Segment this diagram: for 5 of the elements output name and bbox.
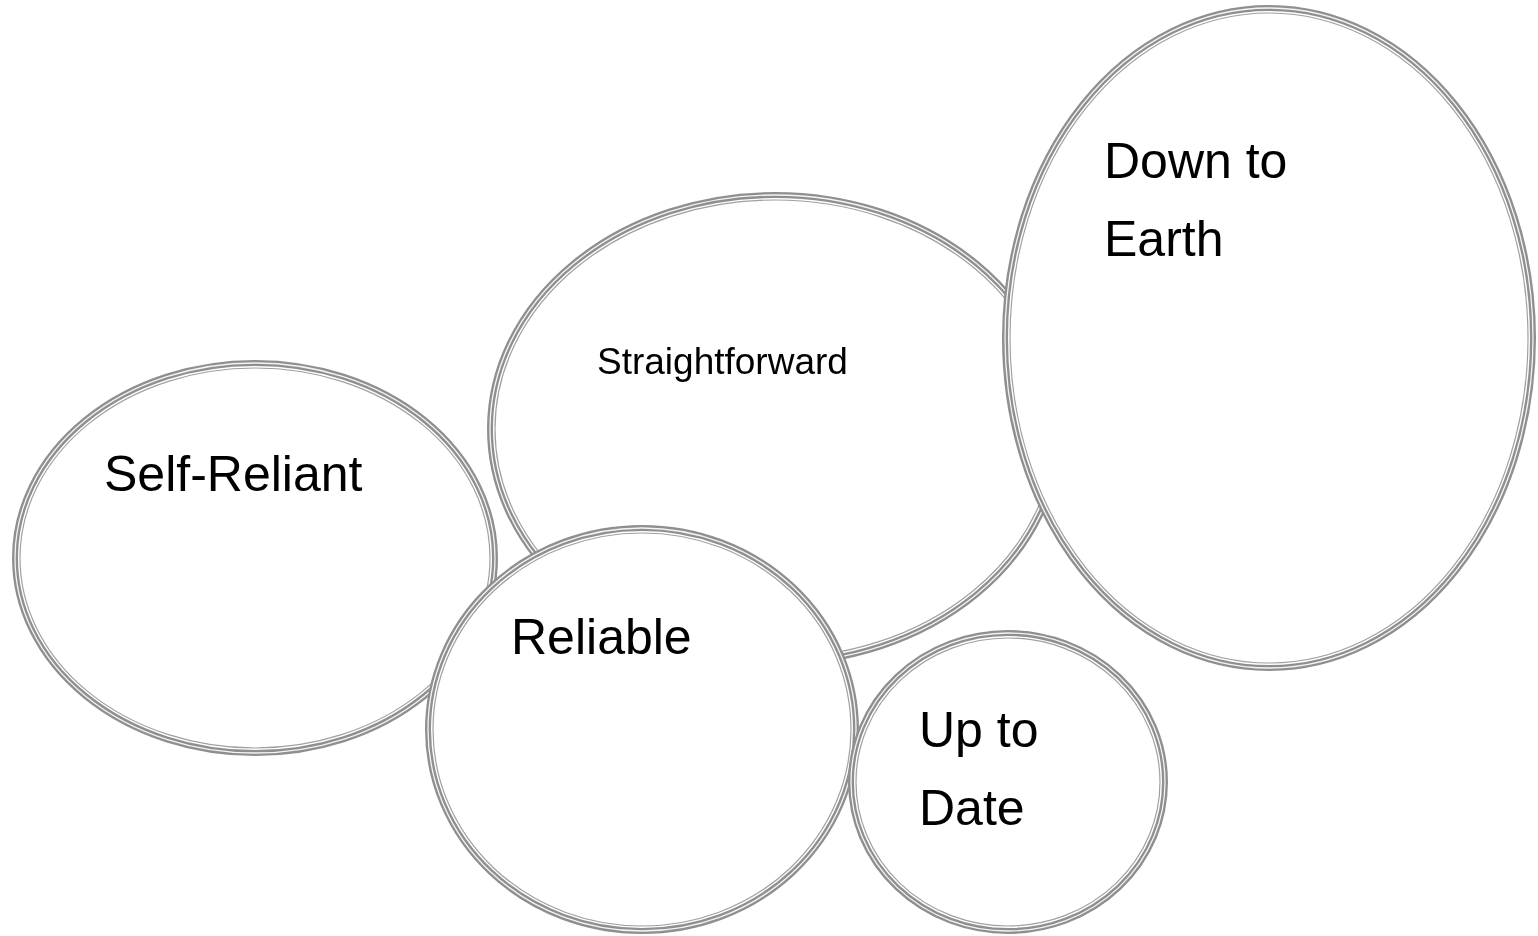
ellipse-label: Self-Reliant xyxy=(104,445,364,504)
ellipse-label: Up to Date xyxy=(919,701,1040,838)
ellipse-label: Straightforward xyxy=(597,340,849,384)
ellipse-label: Down to Earth xyxy=(1104,132,1289,269)
ellipse-label: Reliable xyxy=(511,608,693,667)
